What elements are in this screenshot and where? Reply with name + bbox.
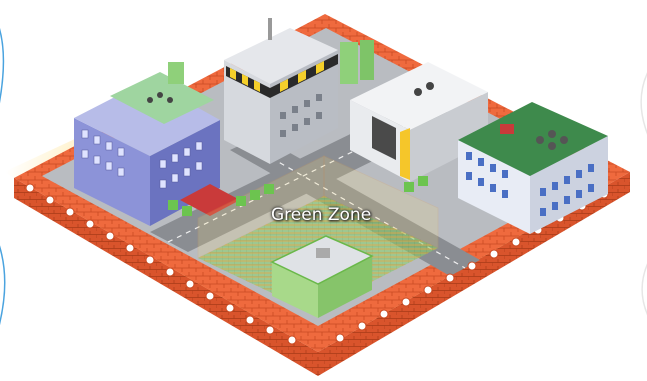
- building-warehouse: [350, 62, 488, 182]
- building-left-blue: [74, 62, 240, 226]
- right-highlight-rings: [640, 72, 647, 316]
- green-zone-area: [197, 155, 439, 318]
- building-center-hazard: [224, 18, 374, 164]
- building-right-office: [458, 102, 608, 234]
- green-zone-label: Green Zone: [271, 205, 372, 225]
- trees: [168, 176, 428, 216]
- edge-nodes-left: [25, 183, 297, 345]
- left-highlight-rings: [0, 27, 6, 325]
